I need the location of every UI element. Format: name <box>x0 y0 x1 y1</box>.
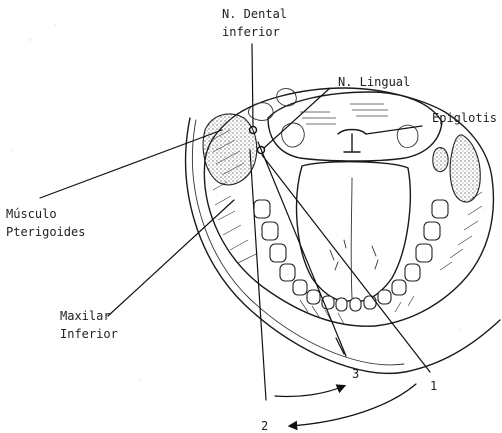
pterygoid-muscle <box>203 114 257 185</box>
label-n-dental-line1: N. Dental <box>222 7 287 21</box>
tooth <box>416 244 432 262</box>
tooth <box>262 222 278 240</box>
label-musculo-line1: Músculo <box>6 207 57 221</box>
right-stippled-small <box>433 148 448 172</box>
marker-3: 3 <box>352 367 359 381</box>
tooth <box>336 298 347 311</box>
pharynx-hatching <box>300 104 388 124</box>
right-stippled-muscle <box>450 135 480 202</box>
label-n-dental-line2: inferior <box>222 25 280 39</box>
epiglottis-shape <box>338 130 366 153</box>
tooth <box>270 244 286 262</box>
tooth <box>350 298 361 311</box>
leader-2 <box>250 150 266 400</box>
marker-2: 2 <box>261 419 268 433</box>
left-tonsil <box>282 123 305 147</box>
tooth <box>280 264 295 281</box>
tongue-midline <box>351 178 352 298</box>
curved-arrow-upper <box>275 386 344 397</box>
tongue <box>297 162 411 301</box>
label-maxilar-line2: Inferior <box>60 327 118 341</box>
label-n-lingual: N. Lingual <box>338 75 410 89</box>
tooth <box>307 290 320 304</box>
tooth <box>254 200 270 218</box>
tongue-texture <box>330 240 378 270</box>
leader-epiglotis <box>366 126 422 134</box>
label-epiglotis: Epiglotis <box>432 111 497 125</box>
tooth <box>392 280 406 295</box>
leader-maxilar <box>108 200 234 316</box>
label-musculo-line2: Pterigoides <box>6 225 85 239</box>
curved-arrow-lower <box>290 384 416 426</box>
tooth <box>364 296 376 309</box>
tooth <box>432 200 448 218</box>
label-maxilar-line1: Maxilar <box>60 309 111 323</box>
marker-1: 1 <box>430 379 437 393</box>
tooth <box>378 290 391 304</box>
leader-n-dental <box>252 44 253 126</box>
tooth <box>424 222 440 240</box>
background-speckle <box>11 11 485 400</box>
tooth <box>293 280 307 295</box>
tooth <box>405 264 420 281</box>
